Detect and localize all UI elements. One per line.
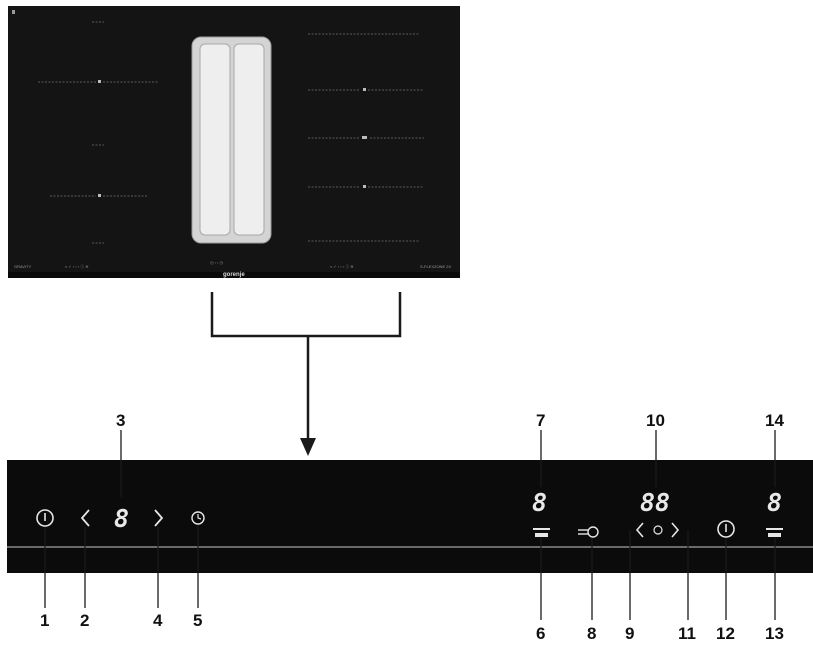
callout-5: 5 (193, 611, 202, 630)
callout-lines (44, 430, 776, 620)
callout-numbers: 3 7 10 14 1 2 4 5 6 8 9 11 12 13 (40, 411, 784, 643)
right-zone-dots (362, 88, 367, 188)
zone-selector-13[interactable] (768, 533, 781, 537)
control-panel: 8 8 88 8 (7, 460, 813, 573)
extractor-grille-right (233, 43, 265, 236)
callout-3: 3 (116, 411, 125, 430)
callout-4: 4 (153, 611, 163, 630)
increase-icon-right[interactable] (671, 522, 680, 538)
power-icon-right[interactable] (717, 520, 735, 538)
arrow-down (300, 438, 316, 456)
callout-14: 14 (765, 411, 784, 430)
left-zone-dots (98, 80, 101, 197)
decrease-icon-right[interactable] (635, 522, 644, 538)
callout-1: 1 (40, 611, 49, 630)
brand-logo: gorenje (223, 272, 245, 278)
callout-8: 8 (587, 624, 596, 643)
decrease-icon-left[interactable] (80, 509, 90, 527)
increase-icon-left[interactable] (154, 509, 164, 527)
callout-6: 6 (536, 624, 545, 643)
callout-13: 13 (765, 624, 784, 643)
zone-display-7: 8 (532, 488, 547, 517)
callout-2: 2 (80, 611, 89, 630)
callout-11: 11 (678, 624, 696, 643)
hob-top-view: GRAVITY ≈ ✓ ‹ › › ⓘ ≋ ◷ ‹ › ◷ ≈ ✓ ‹ › › … (8, 6, 460, 278)
left-model-label: GRAVITY (14, 264, 32, 269)
timer-icon-hands (197, 514, 202, 520)
timer-icon[interactable] (191, 511, 205, 525)
zoom-bracket (210, 292, 402, 440)
timer-display-10: 88 (640, 488, 670, 517)
zone-display-14: 8 (767, 488, 782, 517)
timer-icon-right[interactable] (653, 525, 663, 535)
extractor-unit (191, 36, 272, 244)
power-icon-left[interactable] (36, 509, 54, 527)
callout-7: 7 (536, 411, 545, 430)
right-control-icons: ≈ ✓ ‹ › › ⓘ ≋ (330, 263, 354, 269)
hob-front-edge (8, 272, 460, 278)
power-level-display-left: 8 (114, 504, 129, 533)
left-control-icons: ≈ ✓ ‹ › › ⓘ ≋ (65, 263, 89, 269)
callout-10: 10 (646, 411, 665, 430)
center-control-icons: ◷ ‹ › ◷ (210, 260, 223, 265)
right-zone-marks (308, 33, 424, 242)
left-zone-marks (38, 21, 158, 244)
extractor-grille-left (199, 43, 231, 236)
corner-mark (12, 10, 15, 14)
lock-key-icon[interactable] (587, 526, 599, 538)
callout-9: 9 (625, 624, 634, 643)
callout-12: 12 (716, 624, 735, 643)
panel-glass (7, 460, 813, 573)
right-model-label: S-FLEXZONE 2X (420, 264, 451, 269)
zone-selector-6[interactable] (535, 533, 548, 537)
